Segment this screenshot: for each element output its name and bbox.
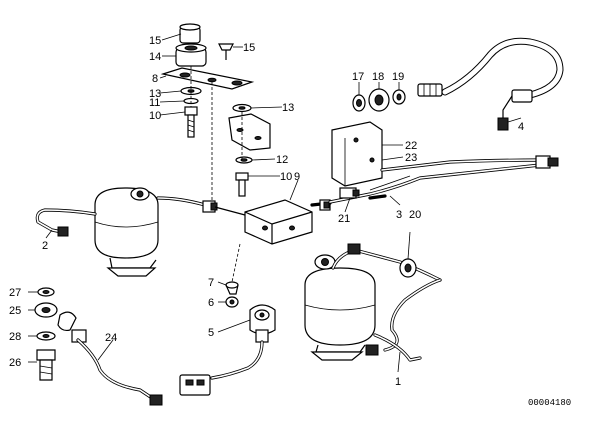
washer-28 bbox=[36, 331, 56, 341]
grommet-25 bbox=[34, 302, 58, 318]
callout-25: 25 bbox=[9, 305, 21, 317]
rubber-mount-base bbox=[175, 43, 207, 67]
callout-6: 6 bbox=[208, 297, 214, 309]
callout-4: 4 bbox=[518, 121, 524, 133]
callout-28: 28 bbox=[9, 331, 21, 343]
seal-6 bbox=[225, 296, 239, 308]
callout-22: 22 bbox=[405, 140, 417, 152]
connector-21 bbox=[339, 187, 360, 199]
callout-21: 21 bbox=[338, 213, 350, 225]
callout-20: 20 bbox=[409, 209, 421, 221]
washer-12 bbox=[235, 156, 253, 164]
bolt-10b bbox=[235, 172, 249, 197]
cable-sensor bbox=[57, 311, 87, 343]
callout-2: 2 bbox=[42, 240, 48, 252]
callout-9: 9 bbox=[294, 171, 300, 183]
clip-fastener bbox=[218, 43, 234, 60]
callout-14: 14 bbox=[149, 51, 161, 63]
callout-1: 1 bbox=[395, 376, 401, 388]
leader-lines bbox=[28, 33, 522, 373]
callout-7: 7 bbox=[208, 277, 214, 289]
grommet-18 bbox=[368, 88, 390, 112]
cable-connector bbox=[179, 374, 211, 396]
pressure-switch bbox=[249, 304, 276, 343]
callout-10a: 10 bbox=[149, 110, 161, 122]
callout-13a: 13 bbox=[149, 88, 161, 100]
callout-17: 17 bbox=[352, 71, 364, 83]
nut-27 bbox=[37, 287, 55, 297]
nut-7 bbox=[225, 281, 239, 295]
seal-19 bbox=[392, 89, 406, 105]
bolt-10 bbox=[184, 106, 198, 138]
callout-27: 27 bbox=[9, 287, 21, 299]
hose-fitting-end bbox=[497, 89, 533, 131]
hose-fitting-top bbox=[417, 83, 443, 97]
callout-15a: 15 bbox=[149, 35, 161, 47]
ring-17 bbox=[352, 94, 366, 112]
callout-15b: 15 bbox=[243, 42, 255, 54]
callout-23: 23 bbox=[405, 152, 417, 164]
valve-block bbox=[244, 199, 313, 245]
reservoir-left bbox=[94, 187, 159, 277]
rubber-mount-top bbox=[179, 23, 201, 44]
callout-11: 11 bbox=[149, 97, 160, 109]
callout-18: 18 bbox=[372, 71, 384, 83]
callout-3: 3 bbox=[396, 209, 402, 221]
callout-26: 26 bbox=[9, 357, 21, 369]
callout-24: 24 bbox=[105, 332, 117, 344]
callout-5: 5 bbox=[208, 327, 214, 339]
callout-8: 8 bbox=[152, 73, 158, 85]
sensor-26 bbox=[36, 349, 56, 381]
document-number: 00004180 bbox=[528, 398, 571, 408]
angle-bracket bbox=[228, 113, 271, 151]
mounting-plate bbox=[160, 67, 255, 90]
grommet-20 bbox=[399, 258, 417, 278]
callout-19: 19 bbox=[392, 71, 404, 83]
hose-bracket bbox=[331, 121, 383, 187]
washer-13b bbox=[232, 103, 252, 113]
reservoir-right bbox=[304, 254, 376, 361]
callout-10b: 10 bbox=[280, 171, 292, 183]
callout-12: 12 bbox=[276, 154, 288, 166]
callout-13b: 13 bbox=[282, 102, 294, 114]
